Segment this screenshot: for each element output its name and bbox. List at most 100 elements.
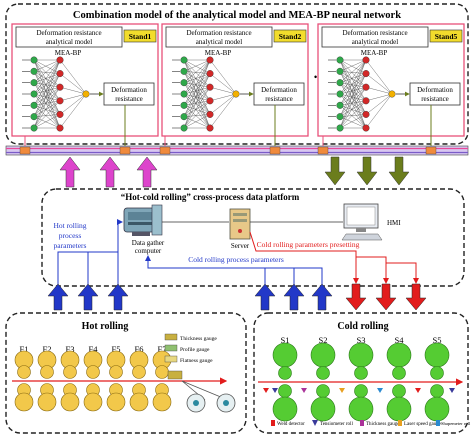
cold-legend-shapemeter: Shapemeter roll	[441, 421, 471, 426]
cold-sensor-icon	[415, 388, 421, 393]
stand2-model-line1: Deformation resistance	[186, 29, 251, 37]
network-neuron	[232, 90, 240, 98]
pink-input-arrows	[59, 156, 158, 188]
cold-stand-label: S2	[319, 335, 328, 345]
network-neuron	[30, 101, 38, 109]
hot-stand-f7: F7	[152, 344, 172, 412]
stand1-model: Deformation resistance analytical model …	[11, 23, 159, 137]
network-neuron	[336, 113, 344, 121]
hot-params-line2: process	[59, 231, 82, 240]
hot-params-links	[57, 219, 123, 285]
combination-model-title: Combination model of the analytical mode…	[73, 10, 401, 21]
stand1-network-label: MEA-BP	[55, 49, 82, 57]
cold-legend: Weld detector Tensiometer roll Thickness…	[271, 420, 471, 427]
network-neuron	[180, 90, 188, 98]
network-neuron	[206, 83, 214, 91]
stand2-neural-network	[172, 56, 240, 132]
stand2-output-line1: Deformation	[261, 86, 297, 94]
stand1-output-line1: Deformation	[111, 86, 147, 94]
network-neuron	[56, 110, 64, 118]
network-neuron	[362, 124, 370, 132]
tensiometer-roll-icon	[312, 420, 318, 426]
cold-legend-thickness: Thickness gauge	[366, 422, 400, 427]
hot-stand-f4: F4	[83, 344, 103, 412]
stand2-output-line2: resistance	[265, 95, 293, 103]
network-neuron	[206, 124, 214, 132]
server-label: Server	[231, 242, 250, 250]
hot-coiler-icons	[167, 370, 236, 413]
cold-params-label: Cold rolling process parameters	[188, 255, 284, 264]
stand1-model-line1: Deformation resistance	[36, 29, 101, 37]
data-platform-panel	[41, 188, 465, 287]
hot-stand-label: F1	[20, 344, 29, 354]
network-neuron	[56, 56, 64, 64]
cold-legend-weld: Weld detector	[277, 422, 305, 427]
network-neuron	[206, 70, 214, 78]
cold-stand-s4: S4	[386, 335, 412, 422]
hot-stand-label: F6	[135, 344, 144, 354]
stand5-model-line1: Deformation resistance	[342, 29, 407, 37]
network-neuron	[336, 90, 344, 98]
network-neuron	[388, 90, 396, 98]
network-neuron	[362, 97, 370, 105]
hot-legend-profile: Profile gauge	[180, 346, 210, 353]
cold-sensor-icon	[339, 388, 345, 393]
data-gather-computer-line1: Data gather	[132, 239, 165, 247]
network-neuron	[206, 56, 214, 64]
network-neuron	[362, 70, 370, 78]
network-neuron	[206, 110, 214, 118]
cold-stand-label: S4	[395, 335, 405, 345]
hot-stand-label: F2	[43, 344, 52, 354]
network-neuron	[180, 124, 188, 132]
cold-sensor-icon	[301, 388, 307, 393]
hot-params-line3: parameters	[54, 241, 87, 250]
network-neuron	[336, 56, 344, 64]
network-neuron	[30, 124, 38, 132]
hot-stand-f5: F5	[106, 344, 126, 412]
laser-speed-gauge-icon	[398, 420, 402, 426]
stand1-badge	[123, 29, 157, 43]
cold-stand-label: S1	[281, 335, 290, 345]
profile-gauge-icon	[164, 344, 178, 352]
cold-sensor-icon	[263, 388, 269, 393]
network-neuron	[180, 67, 188, 75]
network-neuron	[30, 90, 38, 98]
network-neuron	[180, 113, 188, 121]
stand5-output-line1: Deformation	[417, 86, 453, 94]
weld-detector-icon	[271, 420, 275, 426]
olive-output-arrows	[324, 156, 410, 186]
cold-stand-s5: S5	[424, 335, 450, 422]
hot-stand-label: F7	[158, 344, 167, 354]
network-neuron	[362, 56, 370, 64]
stand5-label: Stand5	[435, 32, 458, 41]
blue-input-arrows	[47, 283, 333, 311]
hot-legend-flatness: Flatness gauge	[180, 358, 213, 364]
cold-sensor-icon	[449, 388, 455, 393]
stand5-model-line2: analytical model	[352, 38, 399, 46]
hmi-icon	[341, 203, 383, 241]
hot-stand-label: F3	[66, 344, 75, 354]
cold-stand-label: S3	[357, 335, 366, 345]
red-output-arrows	[345, 283, 427, 311]
network-neuron	[30, 79, 38, 87]
data-platform-title: “Hot-cold rolling” cross-process data pl…	[121, 192, 300, 202]
network-neuron	[336, 101, 344, 109]
network-neuron	[30, 113, 38, 121]
stand1-model-line2: analytical model	[46, 38, 93, 46]
stand2-label: Stand2	[279, 32, 302, 41]
flatness-gauge-icon	[164, 355, 178, 363]
stand2-network-label: MEA-BP	[205, 49, 232, 57]
network-neuron	[336, 67, 344, 75]
network-neuron	[56, 70, 64, 78]
cold-rolling-stands: S1 S2 S3 S4 S5	[263, 335, 455, 422]
hmi-label: HMI	[387, 219, 401, 227]
cold-params-links	[145, 255, 323, 285]
network-neuron	[56, 124, 64, 132]
stand5-badge	[429, 29, 463, 43]
cold-rolling-title: Cold rolling	[337, 321, 388, 332]
cold-legend-tensiometer: Tensiometer roll	[320, 422, 353, 427]
stand2-model-line2: analytical model	[196, 38, 243, 46]
network-neuron	[362, 83, 370, 91]
stand1-output-line2: resistance	[115, 95, 143, 103]
